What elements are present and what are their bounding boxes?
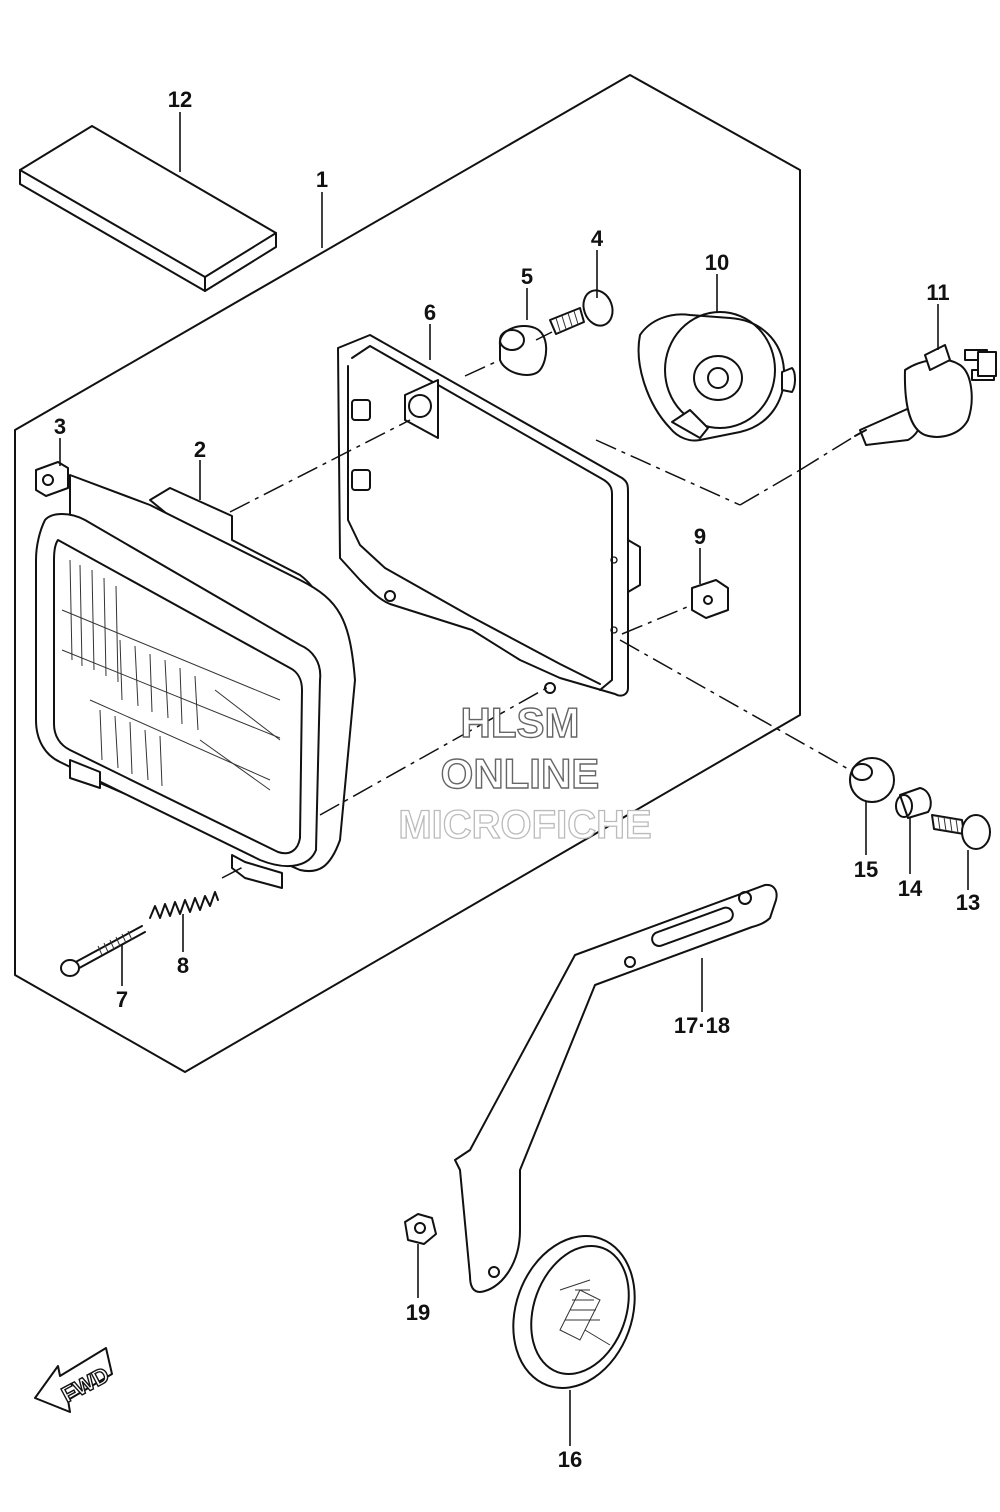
clip-nut-9 bbox=[691, 579, 729, 619]
callout-2: 2 bbox=[194, 437, 206, 462]
grommet-5 bbox=[498, 325, 548, 376]
watermark-line-1: HLSM bbox=[461, 699, 580, 746]
callout-4: 4 bbox=[591, 226, 604, 251]
bracket-17-18 bbox=[454, 883, 778, 1293]
bulb-11 bbox=[854, 344, 997, 446]
callout-12: 12 bbox=[168, 87, 192, 112]
cushion-15 bbox=[849, 757, 895, 803]
callout-labels: 12 1 2 3 4 5 6 7 8 9 10 11 13 14 15 16 1… bbox=[54, 87, 980, 1472]
leader-lines bbox=[59, 112, 969, 1446]
headlight-unit bbox=[35, 474, 356, 889]
headlight-frame bbox=[337, 334, 641, 697]
label-plate bbox=[19, 125, 277, 292]
callout-17-18: 17·18 bbox=[674, 1013, 730, 1038]
callout-8: 8 bbox=[177, 953, 189, 978]
alignment-lines bbox=[221, 331, 856, 879]
bulb-socket-10 bbox=[637, 311, 796, 442]
screw-4 bbox=[549, 289, 614, 335]
adjust-screw-7 bbox=[60, 925, 146, 977]
collar-14 bbox=[895, 787, 932, 819]
bolt-13 bbox=[931, 814, 991, 850]
clip-nut-3 bbox=[35, 461, 69, 497]
callout-10: 10 bbox=[705, 250, 729, 275]
nut-19 bbox=[404, 1213, 437, 1245]
callout-13: 13 bbox=[956, 890, 980, 915]
callout-3: 3 bbox=[54, 414, 66, 439]
callout-7: 7 bbox=[116, 987, 128, 1012]
callout-9: 9 bbox=[694, 524, 706, 549]
callout-6: 6 bbox=[424, 300, 436, 325]
spring-8 bbox=[149, 891, 219, 919]
fwd-arrow-icon: FWD bbox=[34, 1347, 114, 1413]
callout-19: 19 bbox=[406, 1300, 430, 1325]
callout-1: 1 bbox=[316, 167, 328, 192]
assembly-outline bbox=[14, 74, 801, 1073]
callout-5: 5 bbox=[521, 264, 533, 289]
watermark: HLSM ONLINE MICROFICHE bbox=[398, 698, 653, 847]
callout-16: 16 bbox=[558, 1447, 582, 1472]
watermark-line-2: ONLINE bbox=[441, 750, 600, 797]
callout-14: 14 bbox=[898, 876, 923, 901]
watermark-line-3: MICROFICHE bbox=[398, 803, 651, 847]
callout-15: 15 bbox=[854, 857, 878, 882]
callout-11: 11 bbox=[926, 280, 949, 305]
reflector-16 bbox=[512, 1235, 636, 1389]
